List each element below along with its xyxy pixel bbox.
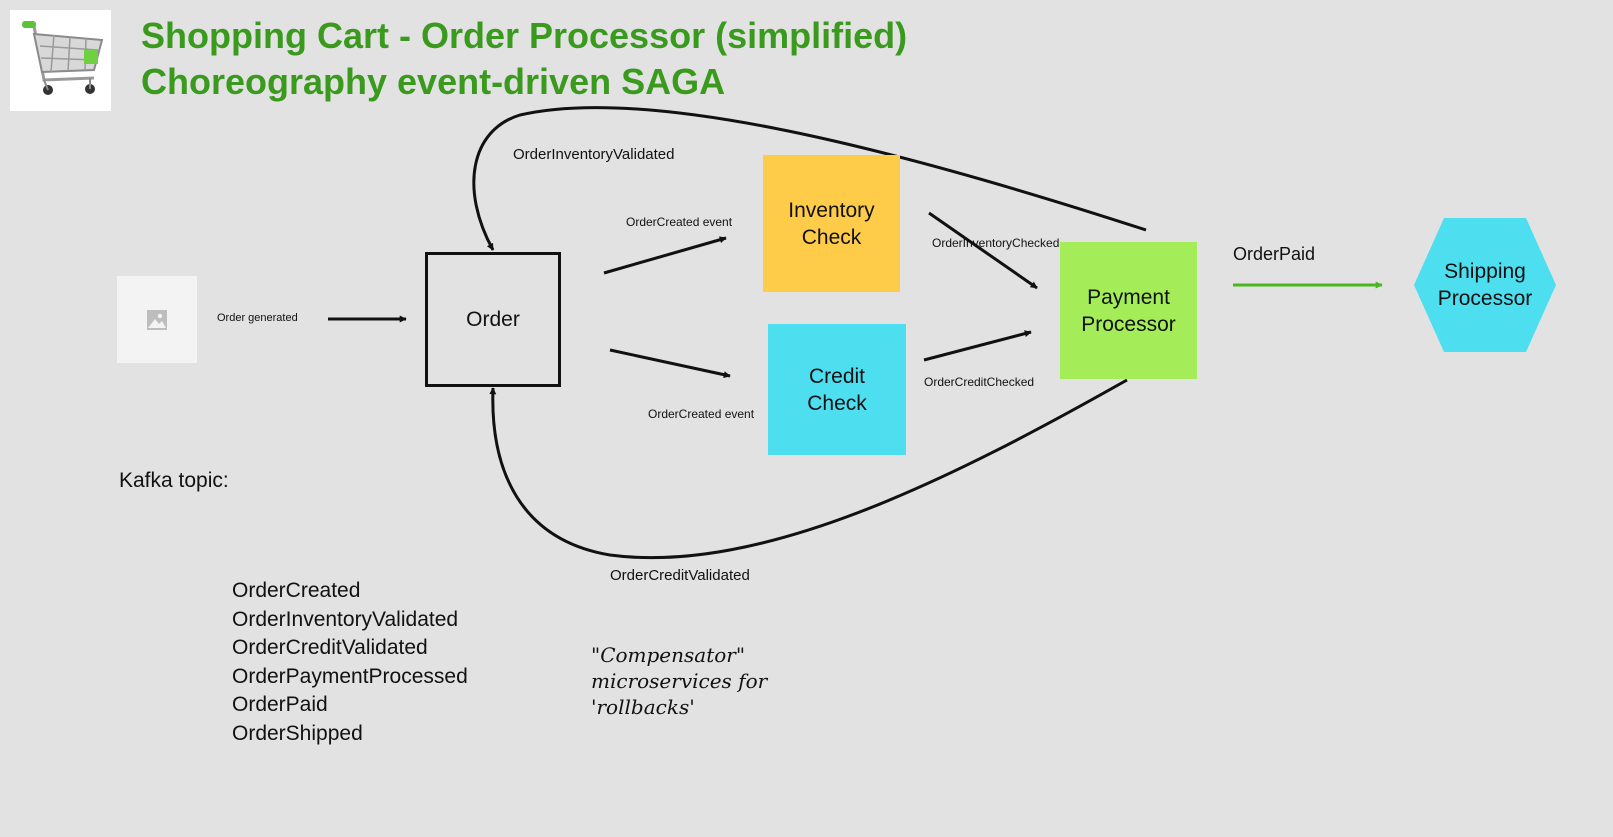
kafka-topic-item: OrderCreditValidated	[232, 636, 428, 660]
order-created-top-label: OrderCreated event	[626, 215, 733, 229]
order-created-bottom-label: OrderCreated event	[648, 407, 755, 421]
compensator-note: "Compensator" microservices for 'rollbac…	[591, 643, 768, 719]
kafka-topic-list: OrderCreated OrderInventoryValidated Ord…	[232, 577, 468, 749]
order-paid-label: OrderPaid	[1233, 244, 1316, 264]
kafka-topic-item: OrderShipped	[232, 721, 363, 745]
kafka-topic-item: OrderCreated	[232, 579, 361, 602]
shopping-cart-logo	[10, 10, 111, 111]
inventory-validated-curve	[472, 106, 1147, 251]
payment-processor-node: Payment Processor	[1060, 242, 1197, 379]
kafka-topic-label: Kafka topic:	[119, 469, 229, 492]
order-generated-label: Order generated	[217, 312, 298, 324]
order-inventory-checked-label: OrderInventoryChecked	[932, 236, 1060, 250]
order-credit-validated-label: OrderCreditValidated	[610, 567, 750, 584]
shipping-processor-node: Shipping Processor	[1414, 218, 1556, 352]
shopping-cart-icon	[22, 21, 104, 95]
page-subtitle: Choreography event-driven SAGA	[141, 61, 726, 102]
order-node: Order	[425, 252, 561, 387]
order-to-inventory-arrow	[603, 236, 727, 275]
credit-validated-curve	[489, 378, 1128, 560]
inventory-to-payment-arrow	[928, 211, 1038, 290]
kafka-topic-item: OrderPaymentProcessed	[232, 664, 468, 688]
page-title: Shopping Cart - Order Processor (simplif…	[141, 15, 908, 56]
image-placeholder-icon	[147, 309, 167, 330]
order-inventory-validated-label: OrderInventoryValidated	[513, 146, 675, 163]
shipping-processor-label: Shipping Processor	[1437, 260, 1533, 310]
inventory-check-node: Inventory Check	[763, 155, 900, 292]
image-placeholder	[117, 276, 197, 363]
kafka-topic-item: OrderInventoryValidated	[232, 607, 459, 631]
kafka-topic-item: OrderPaid	[232, 693, 328, 717]
credit-check-node: Credit Check	[768, 324, 906, 455]
hexagon-shape	[1414, 218, 1556, 352]
order-to-credit-arrow	[609, 348, 731, 379]
order-credit-checked-label: OrderCreditChecked	[924, 375, 1035, 389]
credit-to-payment-arrow	[923, 330, 1032, 362]
